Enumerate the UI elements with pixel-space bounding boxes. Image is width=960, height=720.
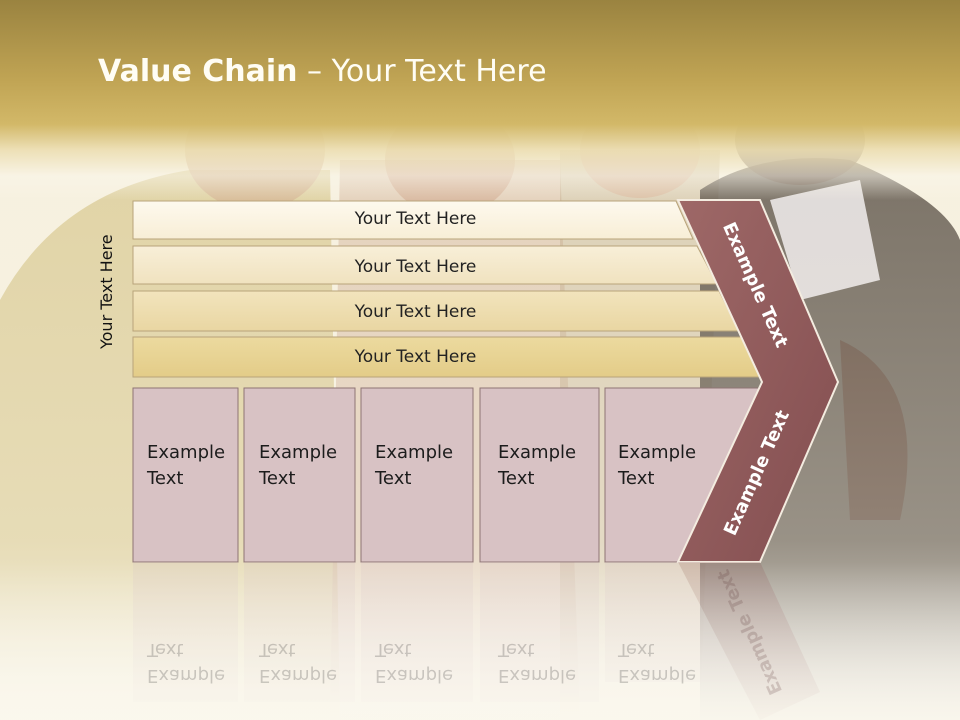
title-rest: – Your Text Here <box>297 54 547 89</box>
card-1-line1: Example <box>147 442 226 463</box>
reflection-shapes <box>0 562 960 720</box>
card-1-reflection: Example Text <box>147 636 225 688</box>
card-2-line2: Text <box>259 468 296 489</box>
card-3-line2: Text <box>375 468 412 489</box>
card-5-line1: Example <box>618 442 697 463</box>
card-2-reflection-line2: Text <box>259 639 296 660</box>
card-3-line1: Example <box>375 442 454 463</box>
card-3-reflection-line1: Example <box>375 665 454 686</box>
card-3 <box>360 387 474 563</box>
card-2-reflection: Example Text <box>259 636 337 688</box>
card-2-line1: Example <box>259 442 338 463</box>
title-bold: Value Chain <box>98 54 298 89</box>
card-4-line1: Example <box>498 442 577 463</box>
card-2 <box>243 387 356 563</box>
row-bar-1 <box>132 200 694 240</box>
row-label-4: Your Text Here <box>354 347 477 367</box>
header-band <box>0 0 960 200</box>
card-4-reflection: Example Text <box>498 636 576 688</box>
card-3-reflection-line2: Text <box>375 639 412 660</box>
diagram-reflection: Example Text Example Text Example Text Exam… <box>0 562 960 720</box>
card-4-reflection-line1: Example <box>498 665 577 686</box>
card-5-reflection-line1: Example <box>618 665 697 686</box>
card-1-reflection-line2: Text <box>147 639 184 660</box>
page-title: Value Chain – Your Text Here <box>98 54 547 89</box>
row-label-3: Your Text Here <box>354 302 477 322</box>
card-4-line2: Text <box>498 468 535 489</box>
card-2-reflection-line1: Example <box>259 665 338 686</box>
card-1-line2: Text <box>147 468 184 489</box>
card-5-line2: Text <box>618 468 655 489</box>
card-5-reflection: Example Text <box>618 636 696 688</box>
card-5-reflection-line2: Text <box>618 639 655 660</box>
row-label-1: Your Text Here <box>354 209 477 229</box>
card-4-reflection-line2: Text <box>498 639 535 660</box>
card-1 <box>132 387 239 563</box>
row-label-2: Your Text Here <box>354 257 477 277</box>
card-4 <box>479 387 600 563</box>
card-3-reflection: Example Text <box>375 636 453 688</box>
card-1-reflection-line1: Example <box>147 665 226 686</box>
